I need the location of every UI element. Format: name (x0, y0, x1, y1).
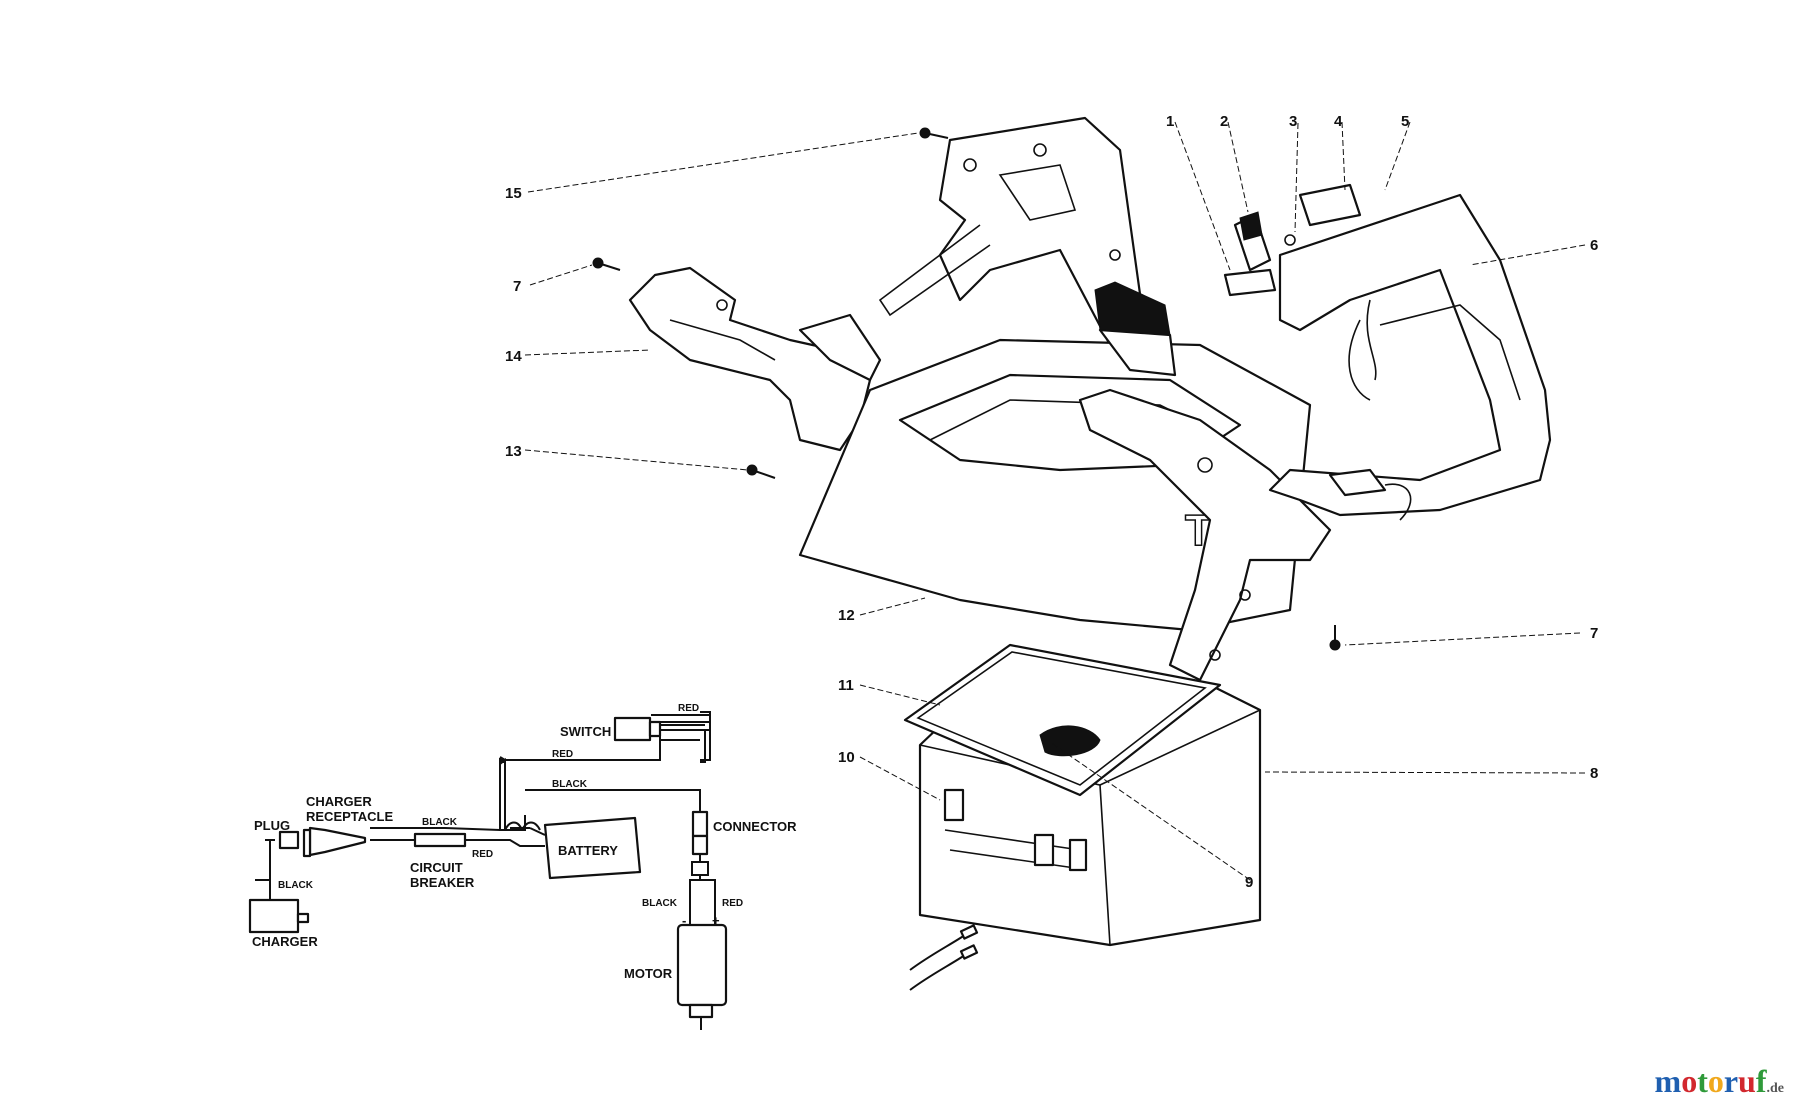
callout-12: 12 (838, 607, 855, 624)
charger-receptacle-symbol (308, 826, 367, 857)
callout-2: 2 (1220, 113, 1228, 130)
watermark-logo: motoruf.de (1655, 1063, 1784, 1100)
label-black-plug: BLACK (278, 880, 314, 891)
front-handlebar (1078, 388, 1332, 682)
callout-13: 13 (505, 443, 522, 460)
label-motor: MOTOR (624, 966, 673, 981)
seat-back-frame (878, 116, 1147, 347)
label-plus: + (712, 913, 720, 928)
watermark-letter: o (1707, 1063, 1724, 1099)
wiring-schematic: SWITCH RED RED BLACK CONNECTOR CHARGER R… (248, 703, 797, 1030)
charger-symbol (248, 898, 300, 934)
label-charger-receptacle-2: RECEPTACLE (306, 809, 393, 824)
label-connector: CONNECTOR (713, 819, 797, 834)
label-charger: CHARGER (252, 934, 318, 949)
watermark-letter: o (1681, 1063, 1698, 1099)
label-circuit-breaker-2: BREAKER (410, 875, 475, 890)
screw-13 (746, 464, 776, 479)
callout-11: 11 (838, 677, 854, 694)
watermark-letter: r (1723, 1063, 1739, 1099)
circuit-breaker-symbol (413, 832, 467, 848)
callout-1: 1 (1166, 113, 1174, 130)
switch-assembly (1223, 183, 1362, 297)
switch-symbol (613, 716, 652, 742)
callout-7-top: 7 (513, 278, 521, 295)
battery-holder-clip (943, 788, 1055, 867)
label-circuit-breaker-1: CIRCUIT (410, 860, 463, 875)
label-red-low: RED (472, 849, 493, 860)
label-red-mid: RED (552, 749, 573, 760)
callout-4: 4 (1334, 113, 1343, 130)
watermark-letter: m (1654, 1063, 1682, 1099)
callout-10: 10 (838, 749, 855, 766)
callout-15: 15 (505, 185, 522, 202)
label-plug: PLUG (254, 818, 290, 833)
battery-cover (903, 643, 1222, 797)
label-black-mid: BLACK (552, 779, 588, 790)
callout-5: 5 (1401, 113, 1409, 130)
watermark-brand: motoruf (1655, 1063, 1767, 1099)
callout-7-bottom: 7 (1590, 625, 1598, 642)
watermark-tld: .de (1766, 1081, 1785, 1096)
callout-8: 8 (1590, 765, 1598, 782)
label-minus: - (682, 913, 686, 928)
callout-14: 14 (505, 348, 522, 365)
watermark-letter: t (1697, 1063, 1708, 1099)
callout-3: 3 (1289, 113, 1297, 130)
label-switch: SWITCH (560, 724, 611, 739)
callout-9: 9 (1245, 874, 1253, 891)
right-seat-frame (1268, 193, 1552, 521)
label-red-top: RED (678, 703, 699, 714)
label-battery: BATTERY (558, 843, 618, 858)
battery-leads (909, 924, 979, 991)
label-red-motor: RED (722, 898, 743, 909)
label-charger-receptacle-1: CHARGER (306, 794, 372, 809)
battery-symbol (543, 816, 642, 880)
label-black-left: BLACK (422, 817, 458, 828)
motor-symbol (676, 923, 728, 1007)
screw-7-bottom (1329, 625, 1341, 651)
callout-6: 6 (1590, 237, 1598, 254)
watermark-letter: u (1738, 1063, 1756, 1099)
left-armrest (628, 266, 882, 452)
plug-symbol (278, 830, 300, 850)
label-black-motor: BLACK (642, 898, 678, 909)
screw-15 (919, 127, 949, 139)
callout-numbers: 1 2 3 4 5 6 7 7 8 9 10 11 12 13 14 15 (505, 113, 1598, 891)
screw-7-top (592, 257, 621, 271)
watermark-letter: f (1755, 1063, 1767, 1099)
leader-lines (524, 121, 1586, 881)
sponge-pad (1039, 725, 1101, 757)
connector-symbol (691, 810, 709, 838)
